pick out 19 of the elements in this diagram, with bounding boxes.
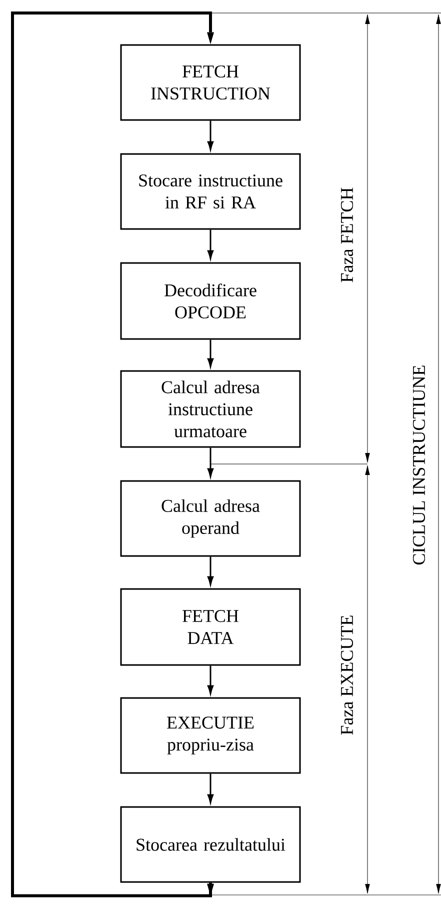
dimension-label: Faza FETCH <box>340 188 354 282</box>
process-box: Calcul adresa operand <box>120 480 301 557</box>
arrow <box>207 774 214 804</box>
arrow <box>11 12 214 898</box>
process-box: FETCH DATA <box>120 588 301 666</box>
process-box: Decodificare OPCODE <box>120 262 301 340</box>
arrow <box>207 230 214 260</box>
process-box: FETCH INSTRUCTION <box>120 44 301 121</box>
process-box: Stocarea rezultatului <box>120 806 301 883</box>
arrow <box>207 556 214 586</box>
arrow <box>207 448 214 478</box>
process-box: Calcul adresa instructiune urmatoare <box>120 370 301 448</box>
arrow <box>207 120 214 150</box>
arrow <box>207 666 214 694</box>
process-box: Stocare instructiune in RF si RA <box>120 153 301 230</box>
dimension-label: Faza EXECUTE <box>340 616 354 735</box>
arrow <box>207 340 214 368</box>
process-box: EXECUTIE propriu-zisa <box>120 697 301 774</box>
dimension-label: CICLUL INSTRUCTIUNE <box>412 366 426 564</box>
